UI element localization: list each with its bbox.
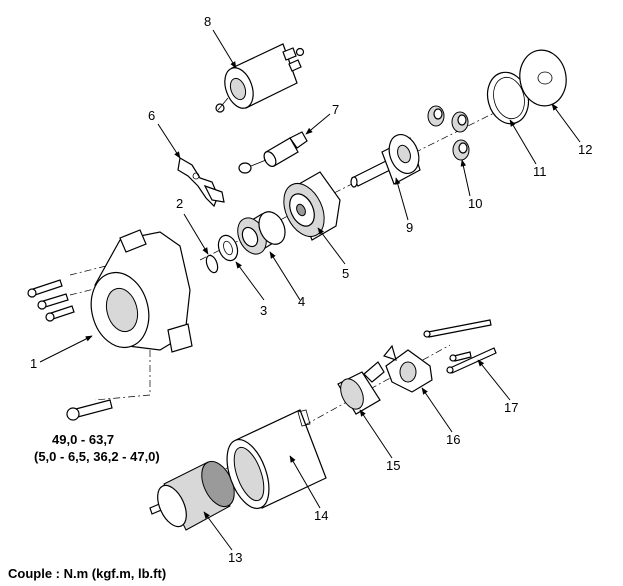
rear-bracket <box>382 344 433 393</box>
callout-15: 15 <box>386 458 400 473</box>
front-housing <box>90 229 193 353</box>
housing-bolts <box>27 279 75 322</box>
stop-ring-clip <box>205 254 219 274</box>
planet-gears <box>427 105 470 161</box>
callout-7: 7 <box>332 102 339 117</box>
callout-16: 16 <box>446 432 460 447</box>
callout-4: 4 <box>298 294 305 309</box>
callout-11: 11 <box>533 164 547 179</box>
leader-lines <box>39 29 581 551</box>
callout-8: 8 <box>204 14 211 29</box>
callout-17: 17 <box>504 400 518 415</box>
shift-lever <box>177 157 225 208</box>
dust-cover <box>519 49 567 107</box>
yoke <box>226 409 327 509</box>
callout-14: 14 <box>314 508 328 523</box>
torque-spec-line-2: (5,0 - 6,5, 36,2 - 47,0) <box>34 449 160 464</box>
plunger <box>238 131 308 174</box>
callout-12: 12 <box>578 142 592 157</box>
overrunning-clutch <box>237 211 286 255</box>
torque-spec: 49,0 - 63,7 (5,0 - 6,5, 36,2 - 47,0) <box>34 432 160 464</box>
callout-2: 2 <box>176 196 183 211</box>
callout-1: 1 <box>30 356 37 371</box>
callout-10: 10 <box>468 196 482 211</box>
armature <box>149 460 235 531</box>
callout-9: 9 <box>406 220 413 235</box>
torque-spec-line-1: 49,0 - 63,7 <box>52 432 114 447</box>
units-caption: Couple : N.m (kgf.m, lb.ft) <box>8 566 166 581</box>
mounting-bolt <box>66 399 113 421</box>
solenoid-switch <box>215 43 305 113</box>
washer <box>217 234 239 262</box>
through-bolts <box>423 319 497 374</box>
callout-numbers: 8 7 6 2 3 4 5 9 10 11 12 1 13 14 15 16 1… <box>30 14 592 565</box>
callout-5: 5 <box>342 266 349 281</box>
gear-housing <box>283 171 341 241</box>
callout-3: 3 <box>260 303 267 318</box>
callout-6: 6 <box>148 108 155 123</box>
brush-holder <box>337 361 385 415</box>
callout-13: 13 <box>228 550 242 565</box>
planetary-gear-shaft <box>350 134 421 188</box>
